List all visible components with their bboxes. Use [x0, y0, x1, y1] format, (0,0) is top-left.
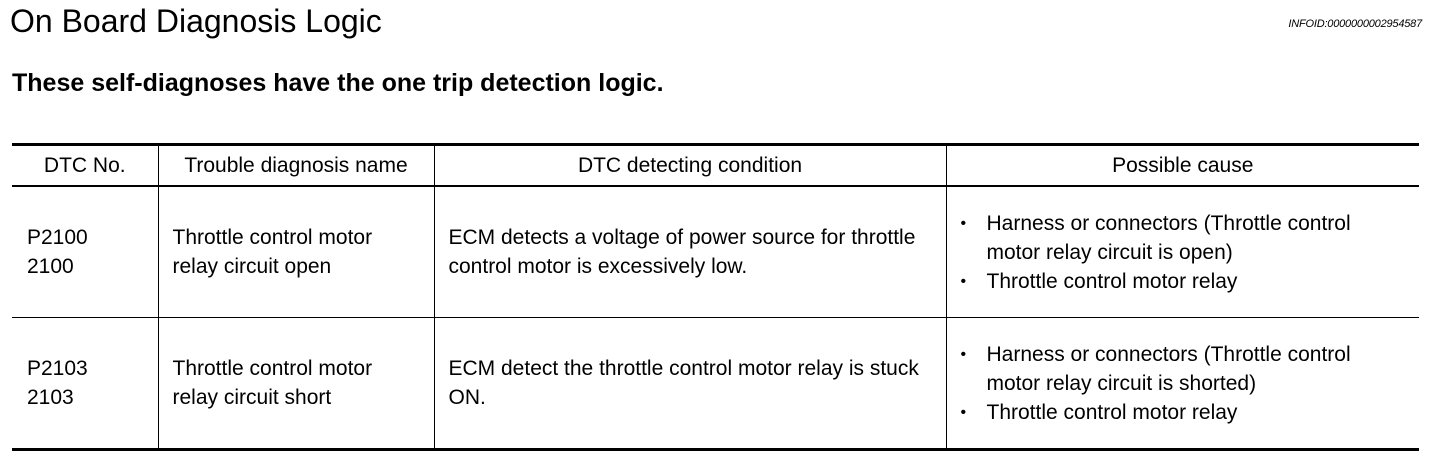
dtc-no-cell: P2100 2100 — [12, 186, 158, 318]
section-subtitle: These self-diagnoses have the one trip d… — [12, 69, 664, 97]
table-header-row: DTC No. Trouble diagnosis name DTC detec… — [12, 144, 1419, 186]
dtc-code-primary: P2103 — [27, 357, 88, 380]
info-id: INFOID:0000000002954587 — [1288, 18, 1422, 30]
column-header-dtc-no: DTC No. — [43, 154, 126, 177]
dtc-detecting-condition-cell: ECM detects a voltage of power source fo… — [433, 186, 946, 318]
dtc-code-secondary: 2100 — [27, 255, 74, 278]
page-title: On Board Diagnosis Logic — [10, 3, 382, 39]
table-row: P2103 2103 Throttle control motor relay … — [12, 317, 1419, 450]
possible-cause-cell: Harness or connectors (Throttle control … — [945, 186, 1419, 318]
column-header-dtc-detecting-condition: DTC detecting condition — [433, 144, 946, 186]
column-header-possible-cause: Possible cause — [945, 144, 1419, 186]
possible-cause-item: Throttle control motor relay — [961, 267, 1406, 296]
trouble-diagnosis-name-cell: Throttle control motor relay circuit sho… — [157, 317, 434, 450]
possible-cause-list: Harness or connectors (Throttle control … — [961, 209, 1406, 296]
column-header-trouble-diagnosis-name: Trouble diagnosis name — [157, 144, 434, 186]
dtc-code-secondary: 2103 — [27, 386, 74, 409]
possible-cause-item: Harness or connectors (Throttle control … — [961, 340, 1406, 398]
possible-cause-item: Throttle control motor relay — [961, 398, 1406, 427]
dtc-detecting-condition-cell: ECM detect the throttle control motor re… — [433, 317, 946, 450]
dtc-code-primary: P2100 — [27, 226, 88, 249]
possible-cause-item: Harness or connectors (Throttle control … — [961, 209, 1406, 267]
possible-cause-cell: Harness or connectors (Throttle control … — [945, 317, 1419, 450]
dtc-no-cell: P2103 2103 — [12, 318, 158, 450]
possible-cause-list: Harness or connectors (Throttle control … — [961, 340, 1406, 427]
table-row: P2100 2100 Throttle control motor relay … — [12, 186, 1419, 318]
trouble-diagnosis-name-cell: Throttle control motor relay circuit ope… — [157, 186, 434, 318]
dtc-table: DTC No. Trouble diagnosis name DTC detec… — [12, 143, 1419, 451]
